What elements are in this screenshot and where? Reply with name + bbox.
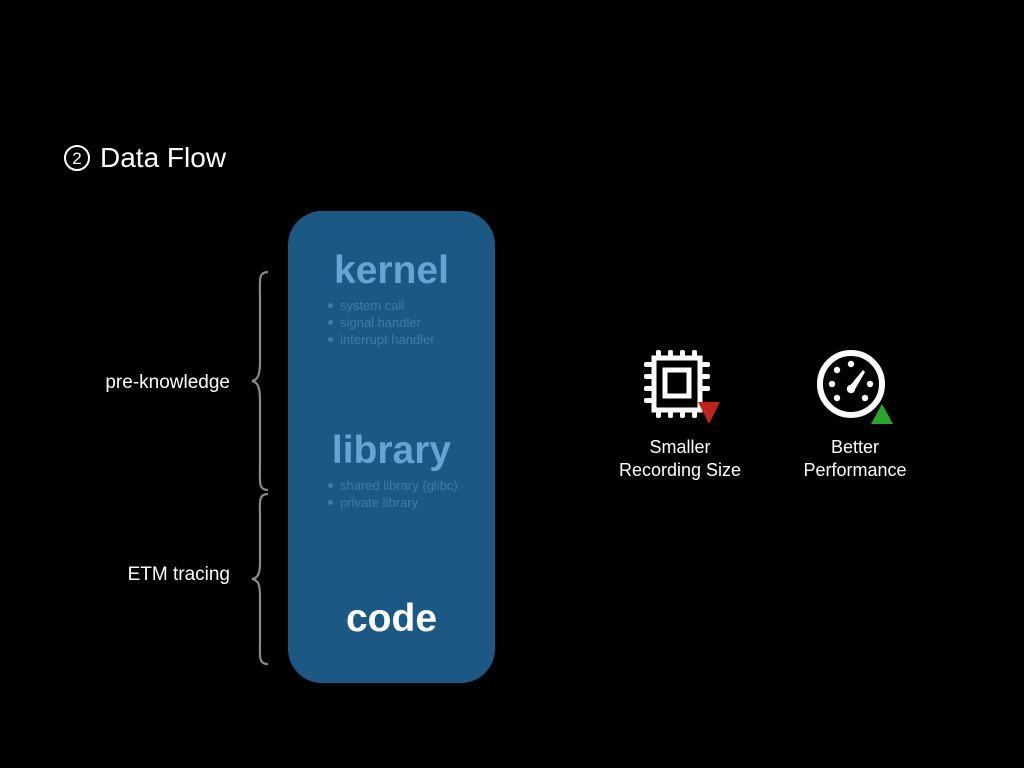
software-stack-box: kernel system call signal handler interr… [288, 211, 495, 683]
speedometer-icon [817, 350, 893, 424]
kernel-items: system call signal handler interrupt han… [328, 297, 435, 348]
layer-kernel-title: kernel [334, 249, 449, 292]
cpu-chip-icon [644, 350, 720, 424]
up-arrow-indicator [871, 404, 893, 424]
down-arrow-indicator [698, 402, 720, 424]
library-items: shared library (glibc) private library [328, 477, 458, 511]
list-item: shared library (glibc) [328, 477, 458, 494]
label-pre-knowledge: pre-knowledge [105, 372, 230, 393]
layer-code-title: code [345, 597, 438, 640]
list-item: signal handler [328, 314, 435, 331]
list-item: interrupt handler [328, 331, 435, 348]
slide-title: 2 Data Flow [64, 142, 226, 174]
brace-pre-knowledge [251, 270, 269, 492]
feature-line-1: Better [830, 437, 880, 457]
feature-better-performance: Better Performance [775, 346, 935, 482]
brace-etm-tracing [251, 492, 269, 666]
title-text: Data Flow [100, 142, 227, 173]
list-item: private library [328, 494, 458, 511]
feature-line-1: Smaller [649, 437, 711, 457]
feature-line-2: Performance [803, 460, 907, 480]
label-etm-tracing: ETM tracing [127, 564, 230, 585]
list-item: system call [328, 297, 435, 314]
feature-smaller-recording-size: Smaller Recording Size [600, 346, 760, 482]
feature-line-2: Recording Size [618, 460, 742, 480]
layer-library-title: library [331, 429, 452, 472]
step-number-circle: 2 [64, 145, 90, 171]
